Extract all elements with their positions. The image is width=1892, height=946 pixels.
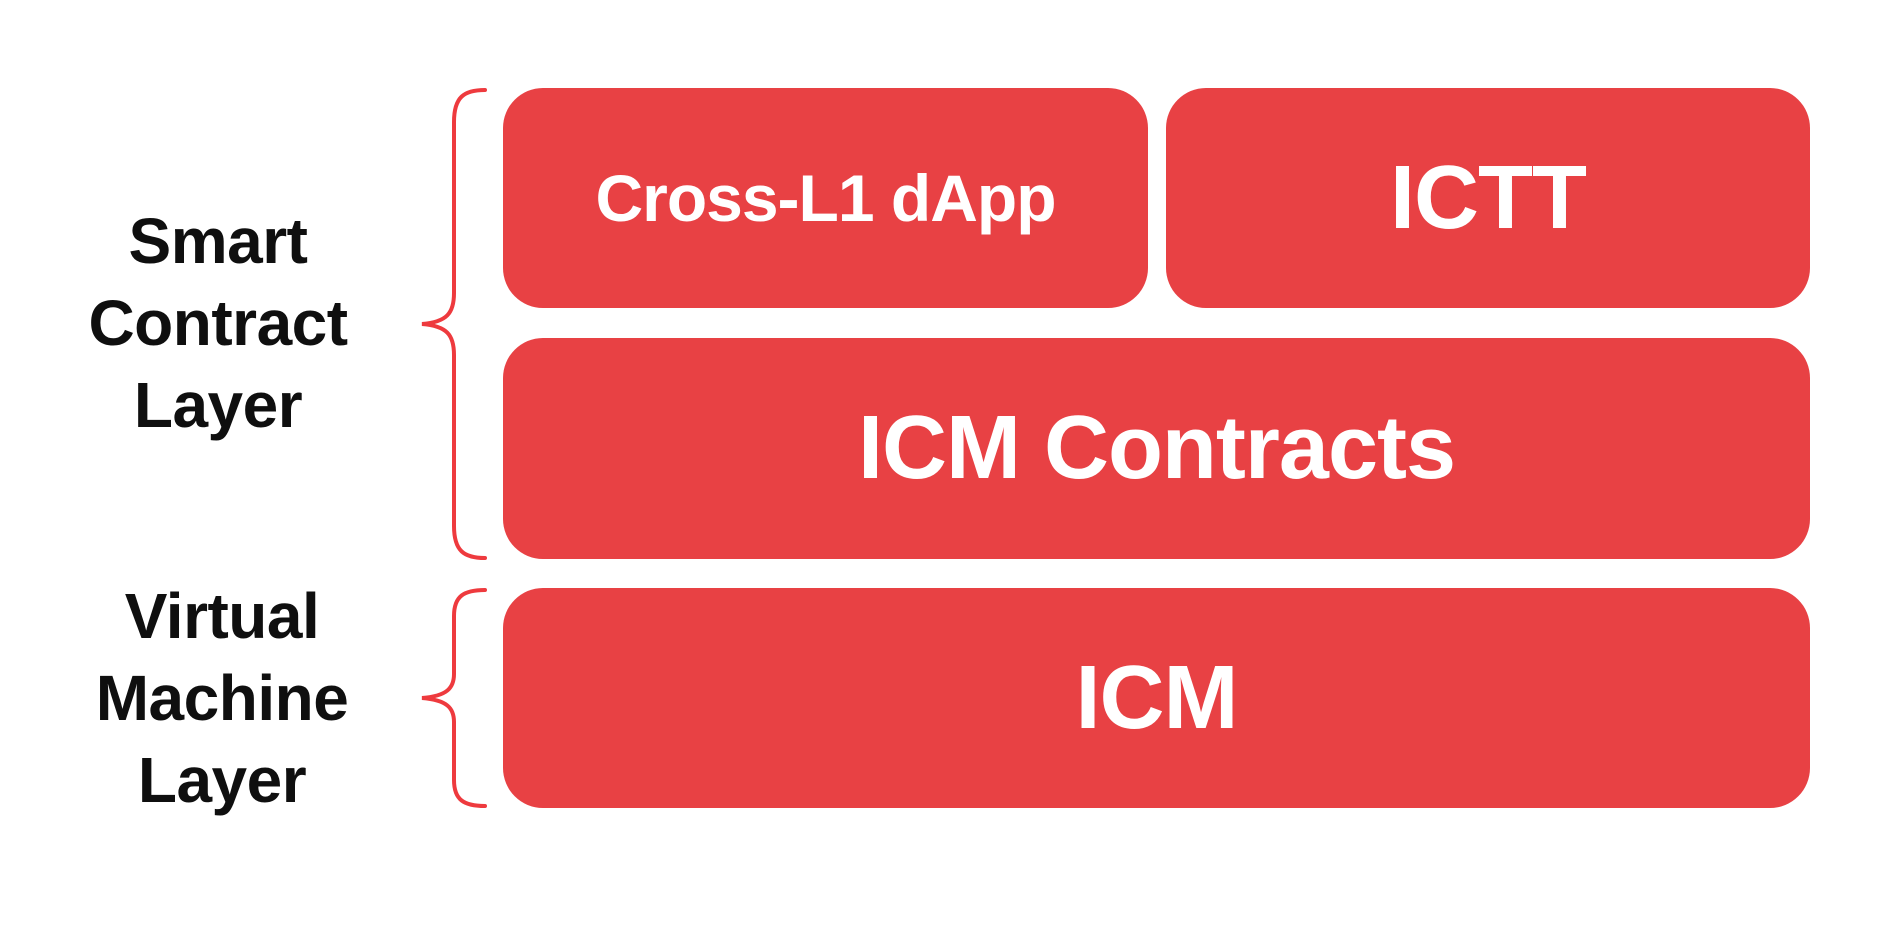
smart-contract-layer-brace-icon [421, 88, 487, 560]
ictt-block: ICTT [1166, 88, 1810, 308]
cross-l1-dapp-label: Cross-L1 dApp [595, 161, 1056, 235]
smart-contract-layer-label: Smart Contract Layer [28, 200, 408, 446]
label-line: Contract [88, 287, 348, 359]
label-line: Virtual [124, 580, 320, 652]
icm-contracts-label: ICM Contracts [857, 398, 1456, 498]
icm-label: ICM [1075, 647, 1239, 748]
label-line: Smart [128, 205, 308, 277]
label-line: Machine [95, 662, 349, 734]
ictt-label: ICTT [1390, 147, 1587, 248]
label-line: Layer [137, 744, 307, 816]
virtual-machine-layer-label: Virtual Machine Layer [32, 575, 412, 821]
cross-l1-dapp-block: Cross-L1 dApp [503, 88, 1148, 308]
icm-block: ICM [503, 588, 1810, 808]
label-line: Layer [133, 369, 303, 441]
icm-contracts-block: ICM Contracts [503, 338, 1810, 559]
virtual-machine-layer-brace-icon [421, 588, 487, 808]
